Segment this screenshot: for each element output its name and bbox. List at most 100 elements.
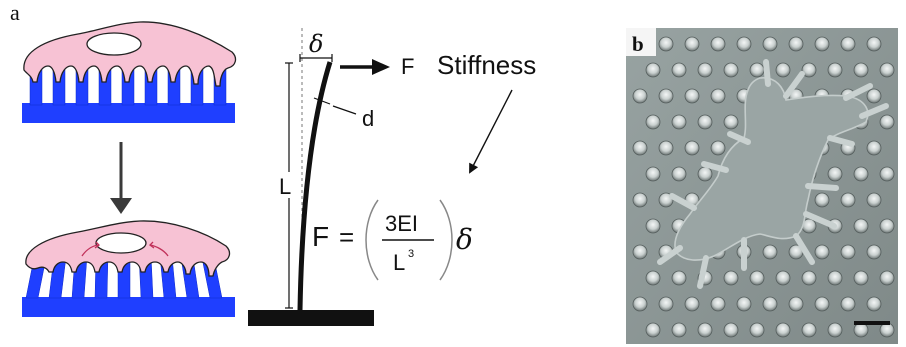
sem-pillar — [866, 296, 882, 312]
sem-pillar — [723, 322, 739, 338]
sem-micrograph: b — [626, 28, 898, 344]
sem-pillar — [827, 62, 843, 78]
sem-pillar — [814, 36, 830, 52]
sem-pillar — [840, 296, 856, 312]
formula-lhs: F — [312, 221, 329, 252]
sem-pillar — [853, 166, 869, 182]
sem-pillar — [853, 270, 869, 286]
traction-arrows — [81, 241, 169, 257]
sem-pillar — [879, 270, 895, 286]
substrate-top — [22, 103, 235, 123]
sem-pillar — [710, 296, 726, 312]
sem-pillar — [671, 322, 687, 338]
cell-pillars-top — [22, 21, 237, 123]
formula-denominator-base: L — [393, 250, 405, 275]
sem-pillar — [723, 62, 739, 78]
sem-pillar — [840, 192, 856, 208]
diameter-label: d — [362, 106, 374, 131]
sem-pillar — [723, 270, 739, 286]
sem-pillar — [632, 244, 648, 260]
stiffness-arrow — [469, 89, 513, 174]
sem-pillar — [762, 296, 778, 312]
sem-pillar — [814, 296, 830, 312]
formula-tail-delta: δ — [456, 223, 473, 256]
sem-pillar — [710, 140, 726, 156]
sem-filopodia — [657, 59, 889, 289]
sem-pillar — [801, 322, 817, 338]
sem-pillar — [879, 114, 895, 130]
sem-pillar — [684, 88, 700, 104]
sem-pillar — [749, 270, 765, 286]
cell-body-top — [23, 21, 237, 87]
sem-pillar — [866, 88, 882, 104]
right-paren — [439, 199, 453, 281]
transition-arrow — [110, 142, 132, 214]
sem-pillar — [866, 36, 882, 52]
sem-pillar — [840, 244, 856, 260]
sem-pillar — [645, 166, 661, 182]
sem-pillar — [866, 140, 882, 156]
sem-pillar — [749, 62, 765, 78]
beam-schematic: δ L F d Stiffness F = 3EI L 3 δ — [248, 28, 536, 326]
stiffness-label: Stiffness — [437, 50, 536, 80]
scale-bar — [854, 321, 890, 325]
sem-pillar — [775, 62, 791, 78]
sem-pillar — [853, 62, 869, 78]
sem-pillar — [801, 270, 817, 286]
formula-numerator: 3EI — [385, 211, 418, 236]
panel-b-label: b — [632, 32, 644, 56]
sem-pillar — [866, 244, 882, 260]
length-label: L — [279, 174, 291, 199]
deflected-pillar — [297, 61, 333, 311]
sem-pillar — [658, 88, 674, 104]
sem-pillar — [814, 192, 830, 208]
sem-pillar — [684, 36, 700, 52]
sem-pillar — [853, 218, 869, 234]
panel-b-label-box — [626, 28, 656, 56]
formula-equals: = — [339, 222, 354, 252]
sem-pillar — [645, 114, 661, 130]
sem-pillar — [684, 296, 700, 312]
sem-pillar — [762, 244, 778, 260]
panel-a-label: a — [10, 0, 20, 25]
sem-pillar — [632, 192, 648, 208]
sem-pillar — [697, 114, 713, 130]
sem-pillar — [645, 270, 661, 286]
sem-pillar — [827, 166, 843, 182]
sem-pillar — [879, 322, 895, 338]
sem-pillar — [671, 114, 687, 130]
diameter-indicator — [313, 97, 331, 105]
sem-pillar — [879, 62, 895, 78]
sem-pillar — [814, 244, 830, 260]
sem-pillar — [749, 322, 765, 338]
sem-pillar — [697, 62, 713, 78]
sem-pillar — [736, 36, 752, 52]
sem-pillar — [788, 296, 804, 312]
sem-pillar — [671, 270, 687, 286]
sem-pillar — [853, 322, 869, 338]
sem-pillar — [762, 36, 778, 52]
cell-pillars-bottom — [22, 220, 235, 317]
delta-label: δ — [309, 30, 323, 58]
nucleus-bottom — [95, 232, 147, 254]
formula-denominator-exponent: 3 — [408, 248, 414, 260]
sem-pillar — [645, 62, 661, 78]
nucleus-top — [86, 32, 142, 56]
sem-pillar — [684, 140, 700, 156]
sem-pillar — [697, 166, 713, 182]
sem-pillar — [671, 166, 687, 182]
left-paren — [365, 199, 379, 281]
sem-cell — [674, 77, 869, 261]
sem-pillar — [658, 140, 674, 156]
stiffness-formula: F = 3EI L 3 δ — [312, 199, 473, 281]
sem-pillar — [840, 36, 856, 52]
sem-pillar — [801, 62, 817, 78]
sem-pillar — [827, 270, 843, 286]
sem-pillar — [879, 218, 895, 234]
sem-pillar — [658, 36, 674, 52]
sem-pillar — [658, 296, 674, 312]
sem-pillar — [736, 296, 752, 312]
sem-pillar — [827, 322, 843, 338]
sem-pillar — [866, 192, 882, 208]
